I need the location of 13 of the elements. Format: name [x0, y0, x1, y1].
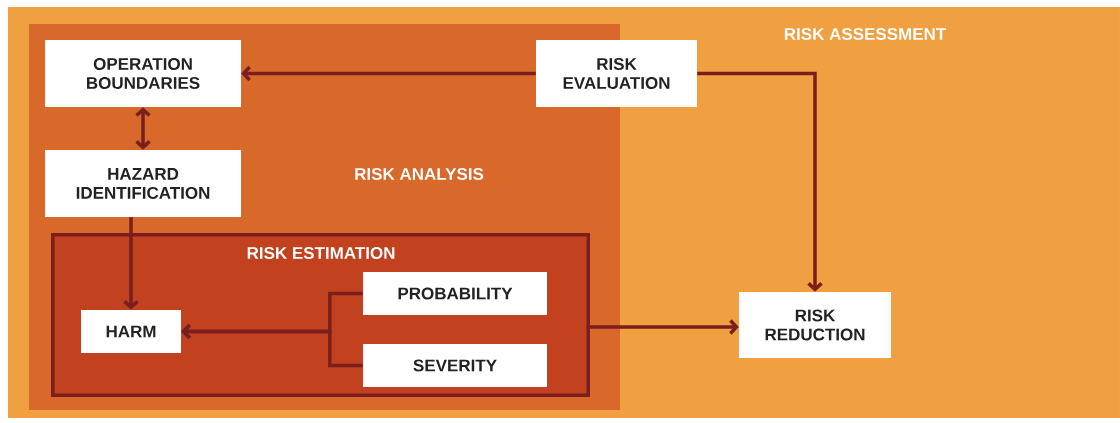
- arrow: [181, 323, 363, 368]
- arrow: [590, 319, 739, 335]
- process-box: PROBABILITY: [363, 272, 547, 315]
- process-box: HAZARD IDENTIFICATION: [45, 150, 241, 217]
- arrow: [135, 107, 151, 150]
- process-box: OPERATION BOUNDARIES: [45, 40, 241, 107]
- process-box: HARM: [81, 310, 181, 353]
- arrow: [123, 217, 139, 310]
- arrow: [697, 71, 823, 292]
- arrow: [241, 65, 536, 82]
- process-box: RISK EVALUATION: [536, 40, 697, 107]
- process-box: SEVERITY: [363, 344, 547, 387]
- process-box: RISK REDUCTION: [739, 292, 891, 358]
